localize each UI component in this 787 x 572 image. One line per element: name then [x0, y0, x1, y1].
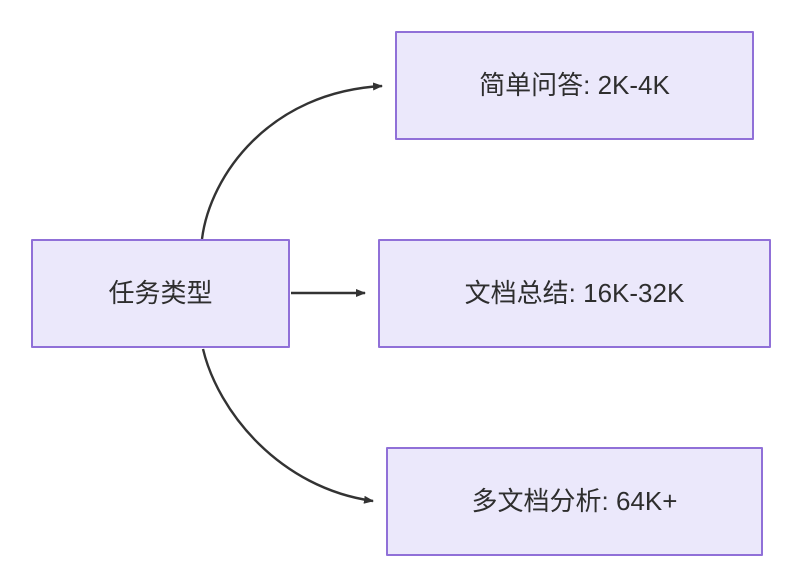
node-task-type[interactable]: 任务类型: [31, 239, 290, 348]
node-doc-summary[interactable]: 文档总结: 16K-32K: [378, 239, 771, 348]
node-simple-qa-label: 简单问答: 2K-4K: [479, 69, 670, 100]
node-simple-qa[interactable]: 简单问答: 2K-4K: [395, 31, 754, 140]
node-task-type-label: 任务类型: [108, 277, 213, 308]
edge-root-to-simple-qa: [200, 82, 383, 240]
node-doc-summary-label: 文档总结: 16K-32K: [464, 277, 685, 308]
node-multi-doc[interactable]: 多文档分析: 64K+: [386, 447, 763, 556]
edge-root-to-multi-doc: [201, 348, 374, 504]
node-multi-doc-label: 多文档分析: 64K+: [471, 485, 678, 516]
